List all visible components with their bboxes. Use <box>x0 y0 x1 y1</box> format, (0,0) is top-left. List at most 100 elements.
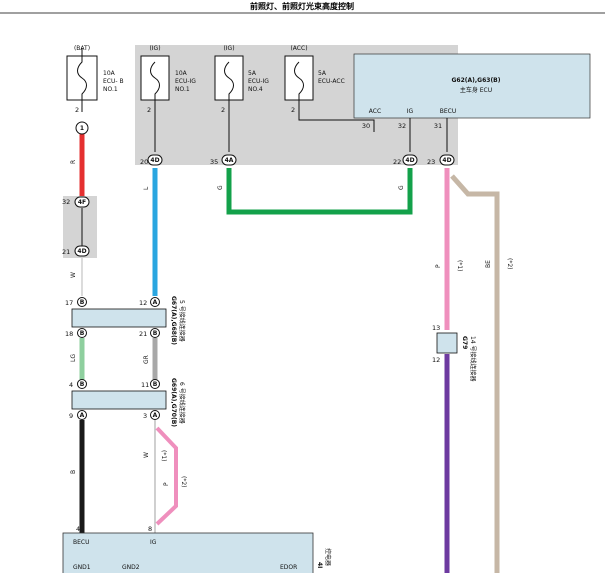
fuse-ig1-source: (IG) <box>149 45 160 52</box>
ecu-pin-31: 31 <box>434 122 442 130</box>
svg-text:A: A <box>153 299 158 306</box>
wire-label-r: R <box>70 160 77 164</box>
wire-label-g2: G <box>398 185 405 190</box>
wire-label-w: W <box>70 272 77 278</box>
g69-pin-4: 4 B <box>69 379 87 389</box>
fuse-bat-name: ECU- B <box>103 78 124 85</box>
svg-text:22: 22 <box>393 158 401 166</box>
main-body-ecu <box>353 53 591 119</box>
svg-text:B: B <box>80 299 85 306</box>
junction-4d: 21 4D <box>62 245 90 257</box>
svg-text:B: B <box>153 381 158 388</box>
fuse-ig2-pin: 2 <box>221 106 225 114</box>
wire-label-p2: P <box>163 482 170 486</box>
g69-code: G69(A),G70(B) <box>170 378 177 427</box>
fuse-ig2-element <box>224 61 234 152</box>
svg-text:9: 9 <box>69 412 73 420</box>
junction-4f: 32 4F <box>62 196 90 208</box>
wire-label-l: L <box>143 186 150 190</box>
svg-text:4D: 4D <box>150 157 159 164</box>
wire-label-p-note: (*1) <box>456 260 463 272</box>
wire-label-be-note: (*2) <box>506 258 513 270</box>
wire-label-p2-note: (*2) <box>180 476 187 488</box>
svg-text:21: 21 <box>62 248 70 256</box>
fuse-acc-name: ECU-ACC <box>318 78 345 85</box>
wire-label-w2: W <box>143 452 150 458</box>
fuse-ig2-rating: 5A <box>248 70 257 77</box>
wire-green <box>226 168 413 215</box>
g79-code: G79 <box>461 336 468 349</box>
fuse-ig1-element <box>150 61 160 152</box>
svg-text:18: 18 <box>65 330 73 338</box>
connector-g67 <box>71 308 167 328</box>
svg-text:B: B <box>80 330 85 337</box>
g67-code: G67(A),G68(B) <box>170 296 177 345</box>
diagram-title: 前照灯、前照灯光束高度控制 <box>250 1 354 11</box>
svg-text:B: B <box>153 330 158 337</box>
fuse-bat-no: NO.1 <box>103 86 118 93</box>
wire-beige <box>450 174 500 573</box>
g69-pin-11: 11 B <box>141 379 160 389</box>
fuse-ig1-name: ECU-IG <box>175 78 196 85</box>
svg-text:3: 3 <box>143 412 147 420</box>
ecu-bottom <box>62 532 314 573</box>
ecu-bottom-pin-becu: 4 <box>76 525 80 533</box>
junction-becu: 23 4D <box>427 154 455 166</box>
wire-label-lg: LG <box>70 354 77 362</box>
svg-text:B: B <box>80 381 85 388</box>
fuse-ig1-pin: 2 <box>147 106 151 114</box>
wire-label-p: P <box>435 264 442 268</box>
g67-pin-12: 12 A <box>139 297 160 307</box>
junction-bat-out: 20 4D <box>140 154 163 166</box>
svg-text:11: 11 <box>141 381 149 389</box>
fuse-bat-element <box>77 48 87 112</box>
g79-desc: 14 号接线连接器 <box>469 336 477 382</box>
ecu-bottom-becu: BECU <box>73 539 90 546</box>
wire-label-w2-note: (*1) <box>160 450 167 462</box>
ecu-terminal-becu: BECU <box>440 108 457 115</box>
ecu-bottom-pin-ig: 8 <box>148 525 152 533</box>
connector-g79 <box>436 332 458 354</box>
ecu-main-code: G62(A),G63(B) <box>451 77 500 84</box>
svg-text:20: 20 <box>140 158 148 166</box>
g69-pin-9: 9 A <box>69 410 87 420</box>
ecu-terminal-acc: ACC <box>369 108 381 115</box>
g79-pin-top: 13 <box>432 324 440 332</box>
svg-text:23: 23 <box>427 158 435 166</box>
fuse-bat-rating: 10A <box>103 70 116 77</box>
fuse-ig2-source: (IG) <box>223 45 234 52</box>
ecu-bottom-side-label: 控电器 <box>324 548 332 566</box>
g67-pin-21: 21 B <box>139 328 160 338</box>
g79-pin-bottom: 12 <box>432 356 440 364</box>
fuse-bat-pin: 2 <box>75 106 79 114</box>
ecu-main-name: 主车身 ECU <box>460 86 492 94</box>
svg-text:21: 21 <box>139 330 147 338</box>
svg-text:4D: 4D <box>405 157 414 164</box>
g69-pin-3: 3 A <box>143 410 160 420</box>
svg-text:A: A <box>153 412 158 419</box>
svg-text:1: 1 <box>80 125 84 132</box>
ecu-bottom-gnd1: GND1 <box>73 564 91 571</box>
svg-text:4F: 4F <box>78 199 86 206</box>
svg-text:4D: 4D <box>442 157 451 164</box>
fuse-acc-source: (ACC) <box>290 45 307 52</box>
ecu-bottom-code: 4I <box>316 562 323 568</box>
connector-g69 <box>71 390 167 410</box>
fuse-ig2-name: ECU-IG <box>248 78 269 85</box>
g69-desc: 6 号接线连接器 <box>178 382 186 424</box>
svg-text:4A: 4A <box>225 157 234 164</box>
svg-text:4D: 4D <box>77 248 86 255</box>
g67-desc: 5 号接线连接器 <box>178 300 186 342</box>
svg-text:12: 12 <box>139 299 147 307</box>
junction-ig2: 22 4D <box>393 154 418 166</box>
g67-pin-18: 18 B <box>65 328 87 338</box>
wire-label-b: B <box>70 470 77 474</box>
svg-text:35: 35 <box>210 158 218 166</box>
wire-label-gr: GR <box>143 355 150 364</box>
wire-label-g1: G <box>217 185 224 190</box>
g67-pin-17: 17 B <box>65 297 87 307</box>
ecu-bottom-ig: IG <box>150 539 157 546</box>
ecu-terminal-ig: IG <box>407 108 414 115</box>
ecu-bottom-gnd2: GND2 <box>122 564 140 571</box>
